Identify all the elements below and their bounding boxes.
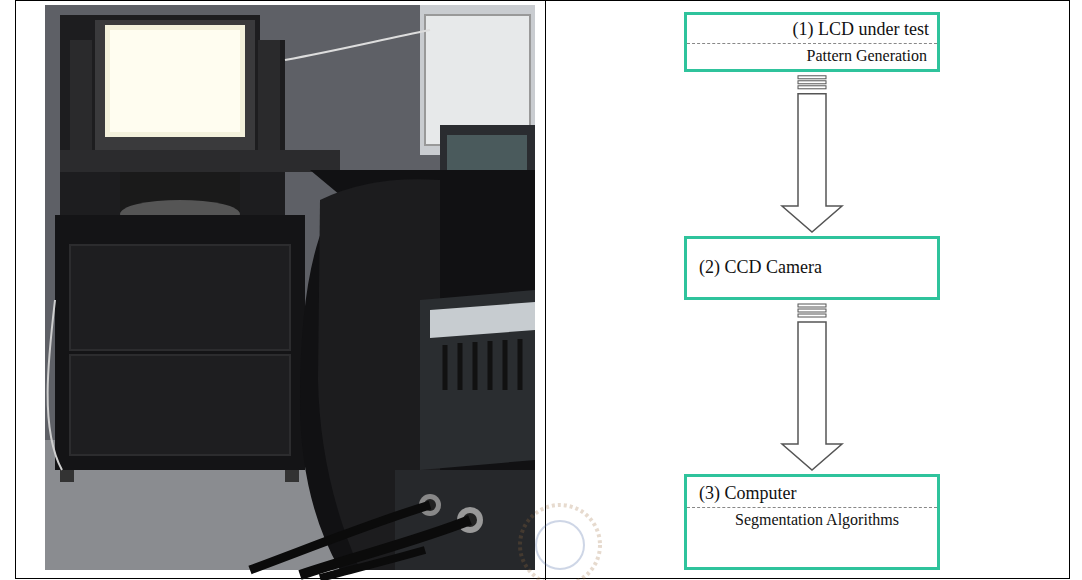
watermark-seal	[520, 505, 600, 580]
box-heading: (2) CCD Camera	[687, 239, 937, 287]
table-frame	[16, 1, 1070, 579]
dashed-divider	[687, 43, 937, 44]
process-box: (2) CCD Camera	[684, 236, 940, 300]
table-divider	[545, 0, 546, 580]
block-arrow	[782, 304, 842, 470]
box-subtext: Segmentation Algorithms	[687, 510, 937, 535]
lab-photo	[45, 5, 535, 578]
box-heading: (1) LCD under test	[687, 15, 937, 41]
box-heading: (3) Computer	[687, 477, 937, 505]
box-subtext: Pattern Generation	[687, 46, 937, 69]
process-box: (1) LCD under testPattern Generation	[684, 12, 940, 72]
dashed-divider	[687, 507, 937, 508]
block-arrow	[782, 76, 842, 232]
process-box: (3) ComputerSegmentation Algorithms	[684, 474, 940, 570]
